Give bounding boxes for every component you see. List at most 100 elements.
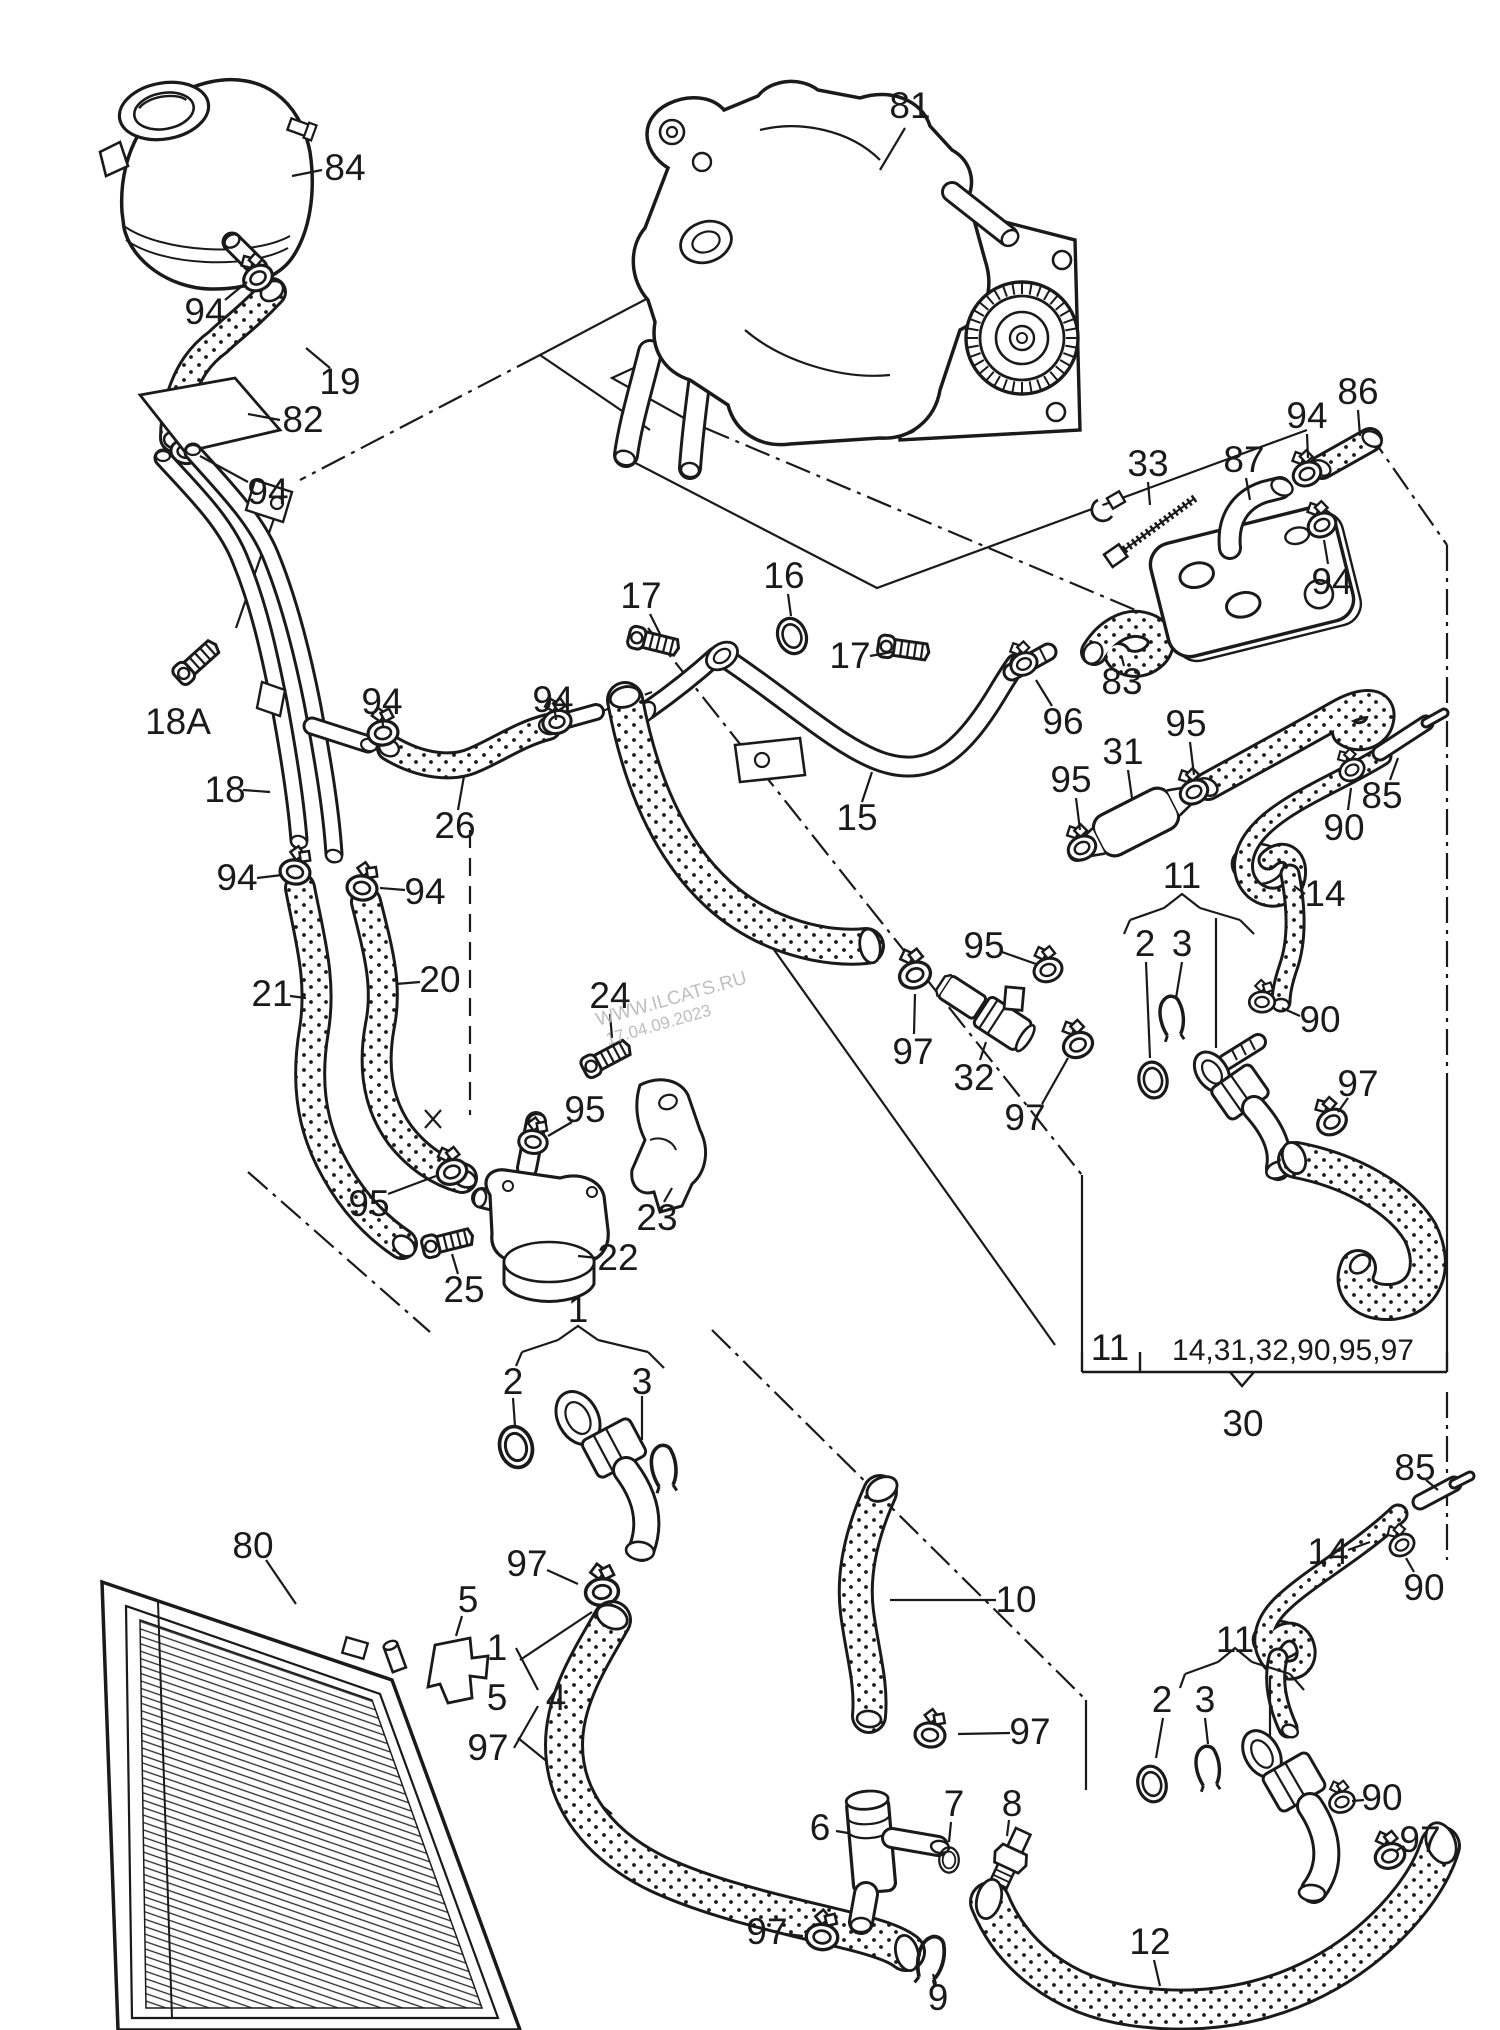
part-callout-17-12: 17	[620, 575, 661, 616]
callout-leader-94	[1322, 539, 1330, 565]
callout-leader-86	[1356, 409, 1362, 437]
callout-leader-14	[1293, 885, 1306, 895]
part-callout-32-45: 32	[953, 1057, 994, 1098]
part-callout-94-29: 94	[361, 681, 402, 722]
part-callout-81-5: 81	[889, 85, 930, 126]
part-callout-90-25: 90	[1299, 999, 1340, 1040]
callout-leader-19	[305, 347, 331, 369]
callout-leader-82	[247, 412, 281, 422]
part-callout-30-49: 30	[1222, 1403, 1263, 1444]
part-callout-97-26: 97	[1337, 1063, 1378, 1104]
connector-32	[934, 973, 1036, 1053]
callout-leader-94	[379, 886, 406, 892]
pipe-85	[1371, 707, 1450, 762]
screw-17	[875, 632, 932, 665]
radiator-mounting-pin	[382, 1639, 408, 1674]
part-callout-85-68: 85	[1394, 1447, 1435, 1488]
o-ring-16	[771, 612, 813, 660]
part-callout-2-23: 2	[1135, 923, 1156, 964]
callout-leader-97	[546, 1568, 579, 1586]
tank-tab	[98, 140, 130, 178]
oil-cooler-87	[1148, 505, 1363, 663]
part-callout-87-8: 87	[1223, 439, 1264, 480]
part-callout-6-60: 6	[810, 1807, 831, 1848]
part-callout-9-64: 9	[928, 1977, 949, 2018]
cable-tie-33	[1090, 489, 1198, 569]
callout-leader-94	[380, 715, 385, 727]
part-callout-2-51: 2	[503, 1361, 524, 1402]
callout-leader-31	[1126, 769, 1134, 799]
part-callout-85-19: 85	[1361, 775, 1402, 816]
callout-leader-87	[1244, 477, 1252, 501]
callout-leader-97	[784, 1932, 804, 1938]
spring-clamp-97	[889, 942, 936, 994]
part-callout-3-52: 3	[632, 1361, 653, 1402]
part-callout-11-71: 11	[1216, 1619, 1254, 1660]
coolant-pipes-18	[137, 376, 378, 864]
callout-leader-5	[454, 1615, 464, 1637]
callout-leader-95	[387, 1174, 437, 1196]
clip-3	[647, 1442, 681, 1496]
part-callout-18A-27: 18A	[145, 701, 211, 742]
part-callout-7-61: 7	[944, 1783, 965, 1824]
group-4-bracket	[513, 1647, 539, 1749]
part-callout-19-2: 19	[319, 361, 360, 402]
part-callout-24-37: 24	[589, 975, 630, 1016]
callout-leader-90	[1405, 1557, 1415, 1573]
callout-leader-17	[869, 650, 893, 658]
callout-leader-85	[1425, 1479, 1439, 1491]
part-callout-2-72: 2	[1152, 1679, 1173, 1720]
part-callout-25-42: 25	[443, 1269, 484, 1310]
fitting-group-11-bottom	[1132, 1646, 1341, 1904]
callout-leader-16	[786, 593, 793, 617]
hose-12	[969, 1821, 1461, 2030]
o-ring-2	[1132, 1761, 1172, 1807]
part-callout-17-14: 17	[829, 635, 870, 676]
callout-leader-97	[957, 1731, 1011, 1736]
callout-leader-84	[291, 168, 323, 178]
part-callout-84-0: 84	[324, 147, 365, 188]
callout-leader-21	[289, 994, 307, 1000]
pump-pulley	[964, 280, 1080, 396]
part-callout-14-21: 14	[1304, 873, 1345, 914]
callout-leader-26	[456, 775, 466, 811]
callout-leader-8	[1005, 1819, 1011, 1837]
part-callout-82-3: 82	[282, 399, 323, 440]
callout-leader-94	[256, 873, 283, 880]
cooler-elbow	[1217, 476, 1294, 560]
part-callout-11-47: 11	[1091, 1327, 1129, 1368]
part-callout-94-34: 94	[404, 871, 445, 912]
part-callout-86-6: 86	[1337, 371, 1378, 412]
callout-leader-83	[1120, 657, 1126, 667]
part-callout-23-40: 23	[636, 1197, 677, 1238]
part-callout-15-32: 15	[836, 797, 877, 838]
callout-leader-94	[199, 455, 249, 483]
part-callout-5-55: 5	[458, 1579, 479, 1620]
callout-leader-95	[547, 1121, 573, 1137]
radiator	[100, 1579, 522, 2030]
callout-leader-25	[450, 1253, 460, 1275]
callout-leader-94	[224, 281, 248, 301]
callout-leader-22	[577, 1254, 599, 1260]
part-callout-94-30: 94	[532, 679, 573, 720]
clip-3	[1191, 1743, 1225, 1794]
part-callout-14-69: 14	[1307, 1531, 1348, 1572]
part-callout-14,31,32,90,95,97-48: 14,31,32,90,95,97	[1172, 1334, 1414, 1367]
screw-18a	[168, 634, 225, 689]
callout-leader-90	[1346, 787, 1353, 811]
callout-leader-7	[947, 1821, 953, 1843]
callout-leader-24	[608, 1013, 614, 1039]
part-callout-94-7: 94	[1286, 395, 1327, 436]
hose-20	[350, 886, 478, 1194]
clip-3	[1155, 993, 1189, 1044]
part-callout-94-1: 94	[184, 291, 225, 332]
spring-clamp-97	[911, 1705, 951, 1751]
part-callout-83-11: 83	[1101, 661, 1142, 702]
part-callout-97-53: 97	[506, 1543, 547, 1584]
bracket-23	[630, 1078, 708, 1214]
callout-leader-17	[649, 613, 661, 635]
callout-leader-90	[1281, 1006, 1301, 1018]
hose-10	[837, 1474, 899, 1734]
part-callout-80-54: 80	[232, 1525, 273, 1566]
